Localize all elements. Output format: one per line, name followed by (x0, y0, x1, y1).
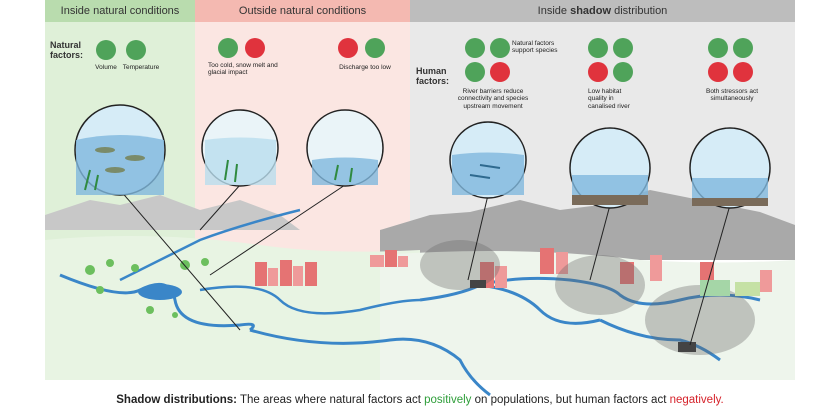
too-cold-label: Too cold, snow melt and glacial impact (208, 62, 278, 77)
header-outside: Outside natural conditions (195, 0, 410, 22)
shadow-area (555, 255, 645, 315)
river-shadow-1 (419, 283, 601, 325)
caption-end: . (720, 394, 724, 406)
tree (172, 312, 178, 318)
dam-icon (470, 280, 486, 288)
water-flow-icon (465, 38, 485, 58)
human-factors-line2: factors: (416, 76, 450, 87)
river-tributary (119, 208, 301, 282)
connector-line (467, 194, 489, 281)
mountains-left (45, 195, 300, 230)
city-block (370, 255, 384, 267)
header-shadow: Inside shadow distribution (410, 0, 795, 22)
header-inside: Inside natural conditions (45, 0, 195, 22)
habitat-icon (588, 62, 608, 82)
tree (85, 265, 95, 275)
connector-line (689, 204, 731, 346)
habitat-icon (708, 62, 728, 82)
shadow-area (420, 240, 500, 290)
dam-barrier-icon (613, 62, 633, 82)
tree (96, 286, 104, 294)
human-factors-line1: Human (416, 66, 447, 76)
connector-line (199, 184, 241, 231)
river-main-left (59, 273, 255, 332)
city-block (700, 262, 714, 282)
tree (201, 258, 209, 266)
river-shadow-3 (599, 318, 721, 362)
caption-text1: The areas where natural factors act (237, 394, 425, 406)
circle-too-cold (201, 109, 279, 187)
city-block (650, 255, 662, 281)
natural-factors-line1: Natural (50, 40, 82, 50)
caption-text2: on populations, but human factors act (471, 394, 670, 406)
shadow-area (645, 285, 755, 355)
human-factors-label: Human factors: (416, 66, 449, 87)
barriers-label: River barriers reduce connectivity and s… (457, 88, 529, 110)
thermometer-icon (733, 38, 753, 58)
natural-factors-label: Natural factors: (50, 40, 83, 61)
water-flow-icon (338, 38, 358, 58)
city-block (495, 266, 507, 288)
temperature-label: Temperature (122, 64, 160, 71)
lake (138, 284, 182, 300)
natural-support-label: Natural factors support species (512, 40, 558, 55)
water-flow-icon (96, 40, 116, 60)
mountains-right (380, 190, 795, 260)
water-flow-icon (588, 38, 608, 58)
header-shadow-suffix: distribution (611, 5, 668, 17)
dam-barrier-icon (490, 62, 510, 82)
city-block (760, 270, 772, 292)
connector-line (119, 189, 241, 331)
circle-low-habitat (569, 127, 651, 209)
both-stressors-label: Both stressors act simultaneously (705, 88, 759, 103)
caption-negative: negatively (669, 394, 721, 406)
city-block (556, 252, 568, 274)
city-block (540, 248, 554, 274)
field (735, 282, 760, 296)
city-block (293, 266, 303, 286)
low-habitat-label: Low habitat quality in canalised river (588, 88, 630, 110)
header-shadow-prefix: Inside (537, 5, 571, 17)
circle-barriers (449, 121, 527, 199)
discharge-low-label: Discharge too low (339, 64, 391, 71)
connector-line (209, 184, 346, 276)
caption-title: Shadow distributions: (116, 394, 238, 406)
city-block (305, 262, 317, 286)
thermometer-icon (365, 38, 385, 58)
circle-inside-natural (74, 104, 166, 196)
caption-positive: positively (424, 394, 472, 406)
water-flow-icon (218, 38, 238, 58)
city-block (268, 268, 278, 286)
fish-icon (465, 62, 485, 82)
natural-factors-line2: factors: (50, 50, 84, 61)
thermometer-icon (490, 38, 510, 58)
city-block (385, 250, 397, 267)
circle-discharge-low (306, 109, 384, 187)
thermometer-icon (613, 38, 633, 58)
header-shadow-word: shadow (570, 5, 612, 17)
volume-label: Volume (95, 64, 117, 71)
city-block (620, 262, 634, 284)
river-lower (249, 328, 491, 397)
tree (106, 259, 114, 267)
figure-caption: Shadow distributions: The areas where na… (0, 394, 840, 406)
circle-both-stressors (689, 127, 771, 209)
connector-line (589, 204, 611, 281)
tree (131, 264, 139, 272)
thermometer-icon (126, 40, 146, 60)
dam-barrier-icon (733, 62, 753, 82)
thermometer-icon (245, 38, 265, 58)
tree (146, 306, 154, 314)
city-block (255, 262, 267, 286)
city-block (398, 256, 408, 267)
dam-icon (678, 342, 696, 352)
city-block (280, 260, 292, 286)
water-flow-icon (708, 38, 728, 58)
river-outside (199, 285, 421, 315)
